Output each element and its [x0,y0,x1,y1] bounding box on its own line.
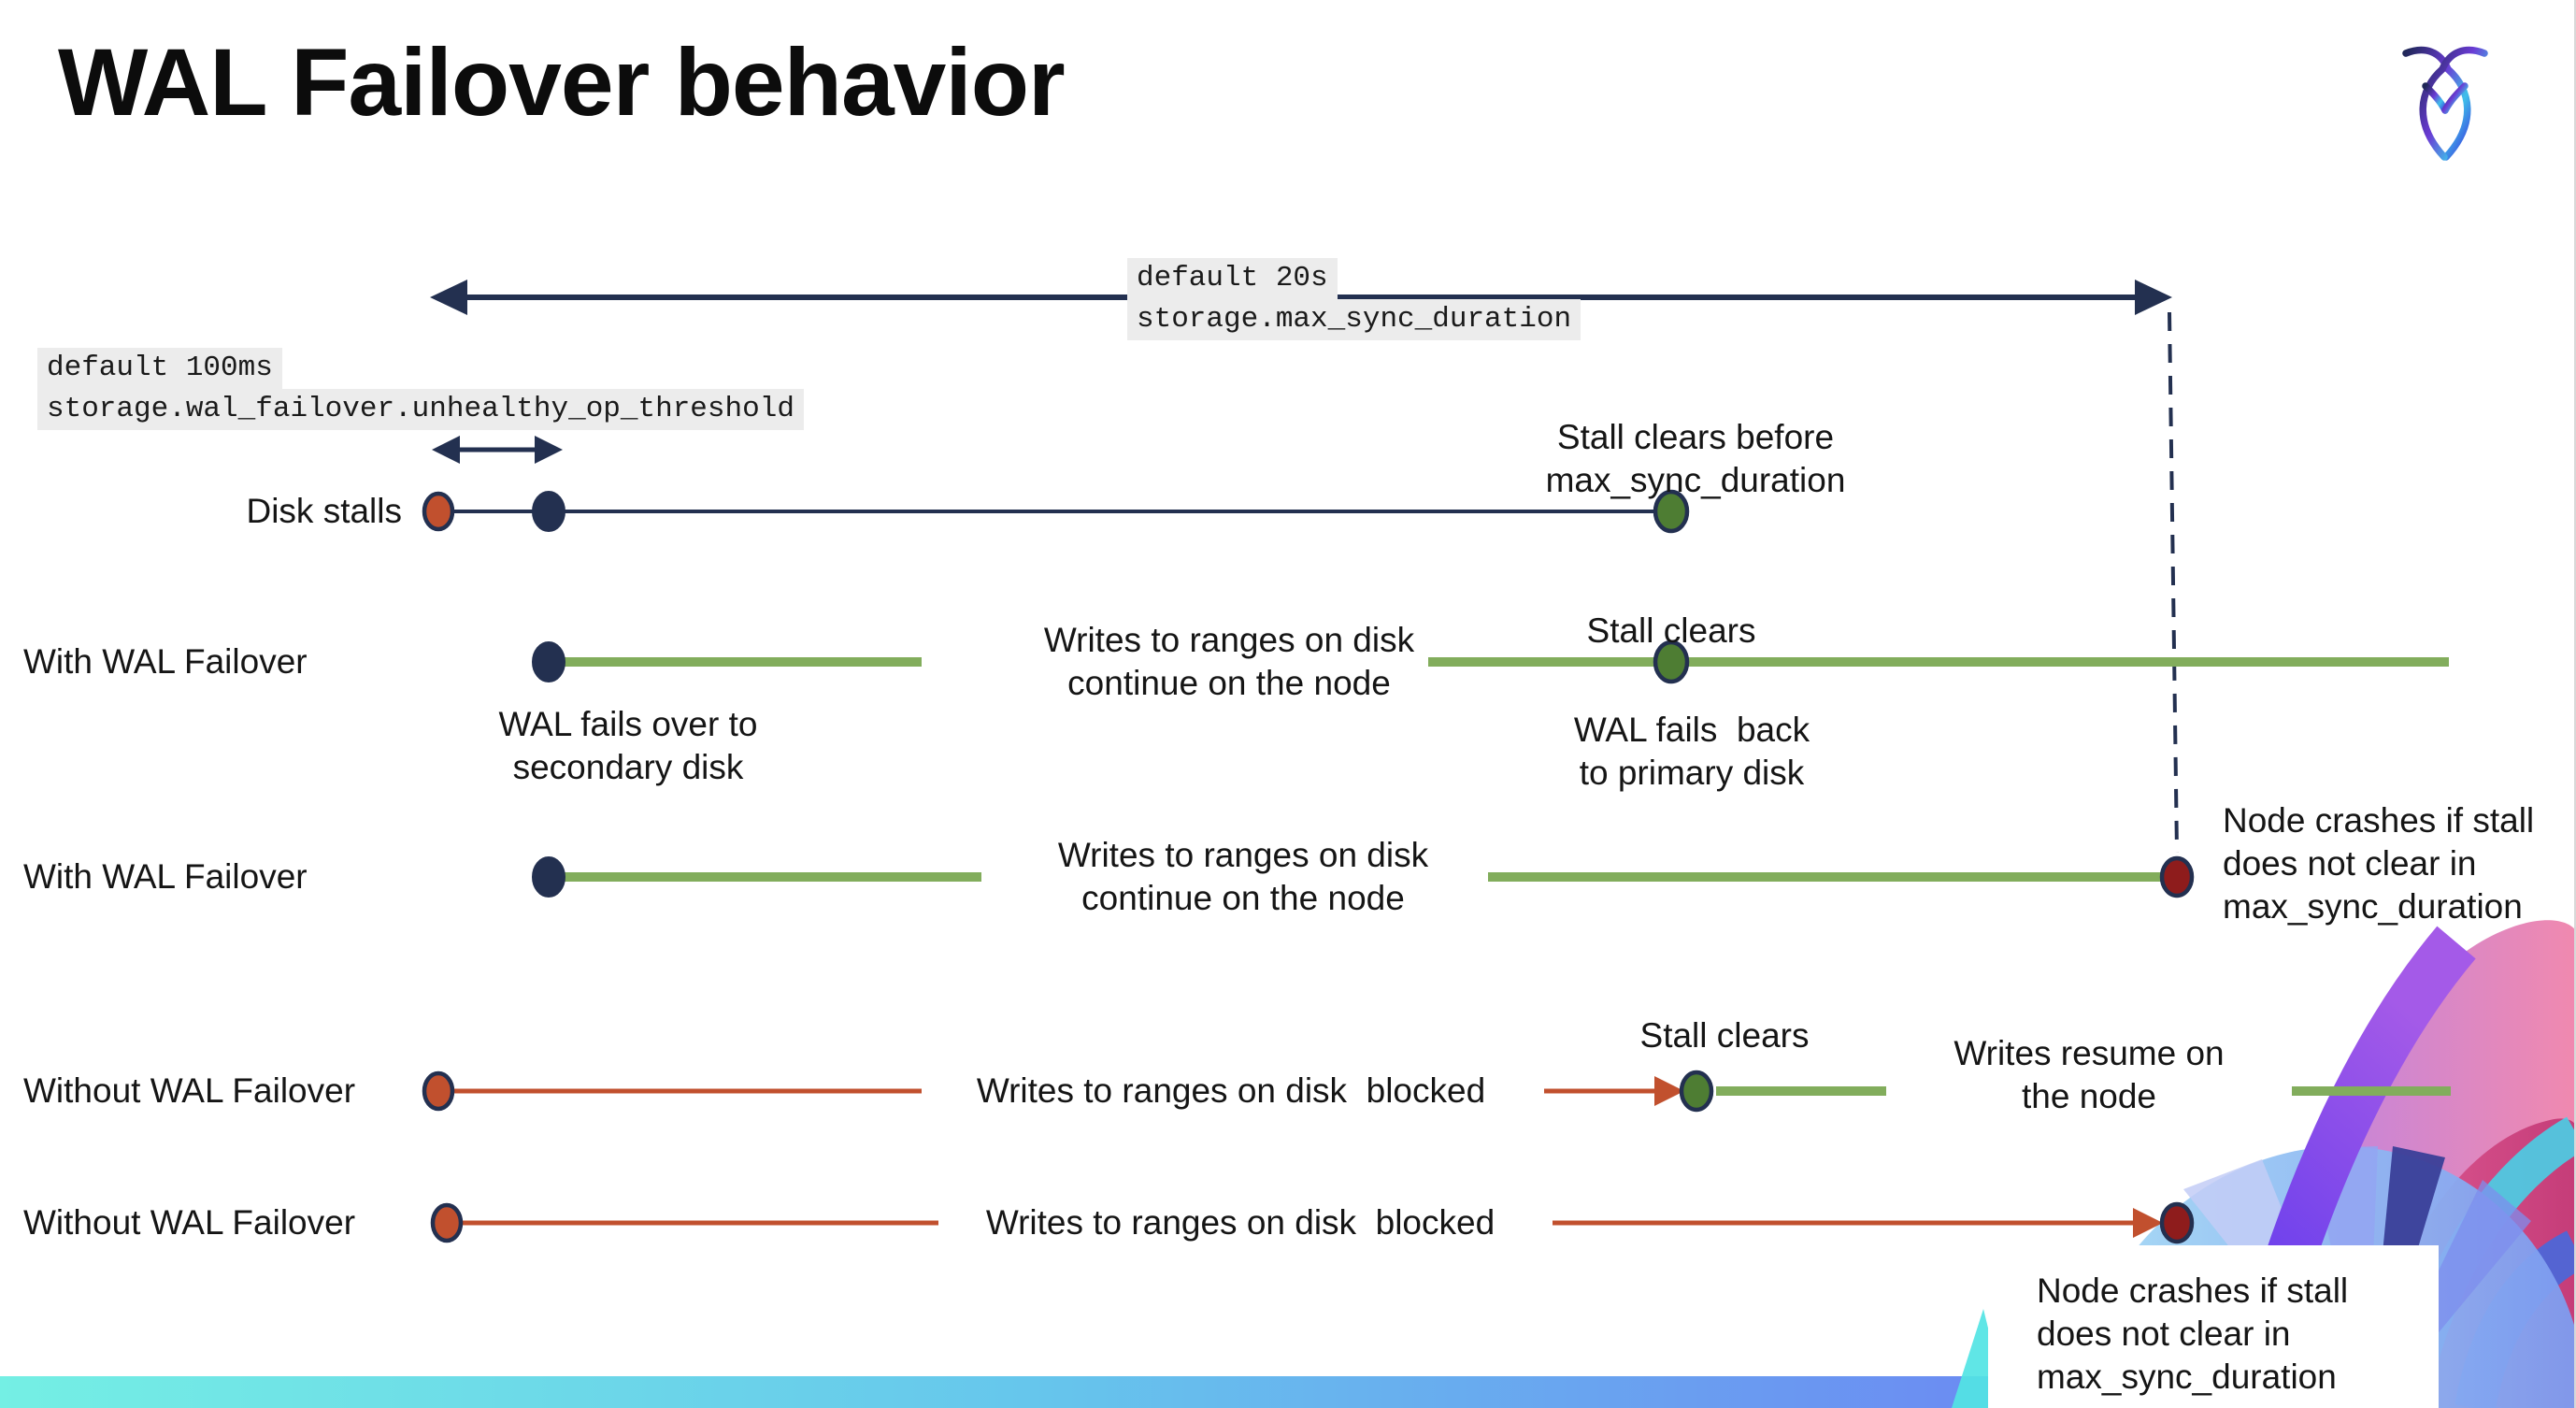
annotation-writes-blocked-2: Writes to ranges on disk blocked [985,1203,1496,1242]
stall-clears-dot [1653,489,1690,534]
annotation-writes-continue-2: Writes to ranges on disk continue on the… [1057,836,1429,917]
annotation-writes-resume: Writes resume on the node [1953,1034,2225,1115]
arrowhead-left [432,436,460,464]
annotation-writes-blocked-1: Writes to ranges on disk blocked [976,1071,1486,1110]
stall-start-dot [430,1202,464,1243]
arrowhead-right [2133,1208,2163,1238]
stall-start-dot [422,491,455,532]
annotation-stall-clears-before: Stall clears before max_sync_duration [1545,418,1846,499]
arrowhead-right [2135,280,2172,315]
stall-clears-dot [1653,639,1690,684]
max-sync-setting-name: storage.max_sync_duration [1127,299,1581,340]
row-label-with-wal-failover-1: With WAL Failover [23,642,308,681]
node-crashes-callout-box: Node crashes if stall does not clear in … [1988,1245,2439,1408]
stall-start-dot [422,1070,455,1112]
threshold-reached-dot [532,491,565,532]
arrowhead-right [1654,1076,1684,1106]
unhealthy-op-threshold-span-arrow [432,436,563,464]
annotation-writes-continue-1: Writes to ranges on disk continue on the… [1043,621,1415,702]
node-crash-dot [2159,855,2195,898]
threshold-setting-name: storage.wal_failover.unhealthy_op_thresh… [37,389,804,430]
annotation-node-crashes-2: Node crashes if stall does not clear in … [2037,1272,2349,1396]
arrowhead-right [535,436,563,464]
row-label-without-wal-failover-2: Without WAL Failover [23,1203,356,1242]
max-sync-default-label: default 20s [1127,258,1338,299]
annotation-stall-clears-without: Stall clears [1639,1016,1810,1055]
failover-dot [532,641,565,682]
annotation-wal-fails-back: WAL fails back to primary disk [1573,711,1810,792]
failover-dot [532,856,565,898]
threshold-default-label: default 100ms [37,348,282,389]
annotation-node-crashes-1: Node crashes if stall does not clear in … [2223,801,2535,926]
stall-clears-dot [1679,1070,1714,1113]
annotation-stall-clears-mid: Stall clears [1586,611,1756,650]
row-label-disk-stalls: Disk stalls [246,492,402,530]
node-crash-dot [2159,1201,2195,1244]
page-title: WAL Failover behavior [58,29,1066,136]
row-label-without-wal-failover-1: Without WAL Failover [23,1071,356,1110]
annotation-wal-fails-over: WAL fails over to secondary disk [498,705,758,786]
max-sync-deadline-dashed-line [2168,311,2179,854]
arrowhead-left [430,280,467,315]
cockroach-labs-logo-icon [2402,46,2488,161]
row-label-with-wal-failover-2: With WAL Failover [23,857,308,896]
